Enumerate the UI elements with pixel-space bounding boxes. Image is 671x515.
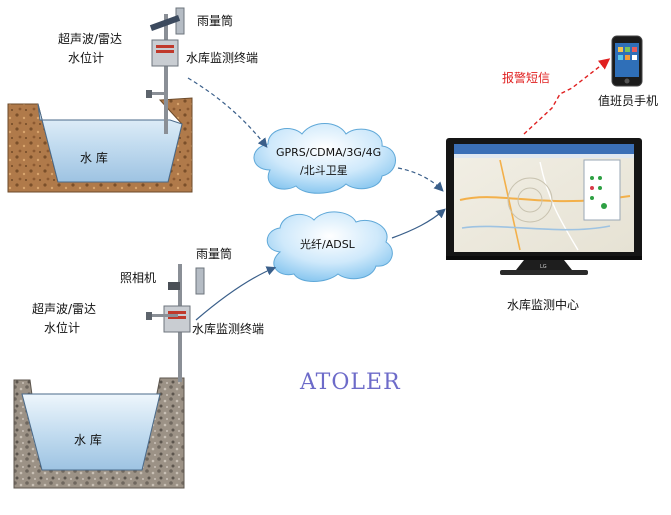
monitoring-pole-1 (146, 7, 185, 134)
phone-icon (611, 35, 643, 87)
link-site1-to-wireless (187, 77, 268, 148)
rain-gauge-2-label: 雨量筒 (196, 246, 232, 261)
wireless-network-cloud: GPRS/CDMA/3G/4G /北斗卫星 (253, 123, 396, 194)
brand-watermark: ATOLER (299, 370, 401, 395)
level-sensor-1-icon (146, 90, 152, 98)
monitor-icon: LG (446, 138, 642, 275)
link-wireless-to-center (397, 167, 444, 192)
rain-gauge-2-icon (195, 267, 205, 295)
solar-panel-1-icon (149, 15, 181, 31)
sensor-2-sublabel: 水位计 (44, 320, 80, 335)
reservoir-1-label: 水 库 (80, 150, 108, 165)
camera-label: 照相机 (120, 271, 156, 285)
reservoir-1: 水 库 (7, 97, 193, 193)
sensor-2-label: 超声波/雷达 (32, 301, 96, 316)
reservoir-2: 水 库 (13, 377, 185, 489)
phone-label: 值班员手机 (598, 93, 658, 108)
terminal-2-label: 水库监测终端 (192, 321, 264, 336)
rain-gauge-1-label: 雨量筒 (197, 13, 233, 28)
wireless-network-line1: GPRS/CDMA/3G/4G (276, 146, 381, 159)
link-wired-to-center (391, 208, 446, 239)
wired-network-cloud: 光纤/ADSL (266, 211, 393, 282)
wired-network-label: 光纤/ADSL (300, 237, 356, 251)
sensor-1-label: 超声波/雷达 (58, 31, 122, 46)
sensor-1-sublabel: 水位计 (68, 50, 104, 65)
wireless-network-line2: /北斗卫星 (300, 164, 348, 177)
monitoring-center-label: 水库监测中心 (507, 297, 579, 312)
monitoring-pole-2 (146, 264, 205, 382)
level-sensor-2-icon (146, 312, 152, 320)
monitor-brand: LG (540, 264, 547, 270)
alarm-sms-label: 报警短信 (502, 70, 550, 85)
reservoir-2-label: 水 库 (74, 432, 102, 447)
terminal-1-label: 水库监测终端 (186, 50, 258, 65)
camera-icon (168, 282, 180, 290)
link-site2-to-wired (195, 266, 277, 321)
